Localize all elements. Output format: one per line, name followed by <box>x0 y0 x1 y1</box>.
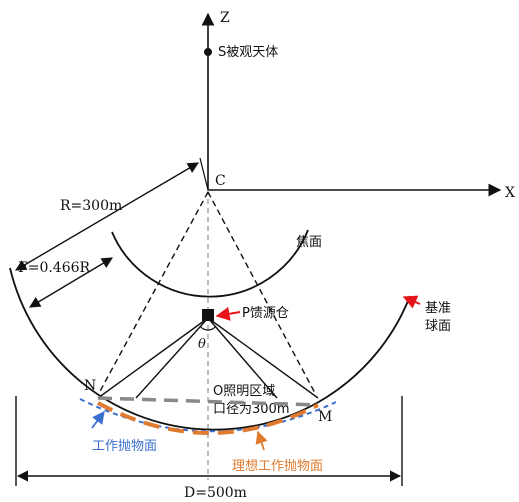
focal-surface-label: 焦面 <box>296 235 322 250</box>
radius-dimension-line <box>15 162 199 271</box>
ray-p-inner-left <box>135 317 209 399</box>
focal-length-label: F=0.466R <box>18 260 91 276</box>
reference-sphere-label-line1: 基准 <box>425 301 451 316</box>
dashed-line-c-n <box>97 191 209 396</box>
ray-p-inner-right <box>207 317 278 399</box>
reference-sphere-arc <box>9 267 411 431</box>
ideal-paraboloid-pointer <box>255 430 268 451</box>
dashed-line-c-m <box>207 191 317 396</box>
ray-p-n <box>97 317 209 399</box>
feed-cabin-pointer <box>215 306 241 321</box>
center-label: C <box>215 173 226 189</box>
z-axis-label: Z <box>220 10 230 26</box>
x-axis-label: X <box>505 185 515 201</box>
working-paraboloid-pointer <box>91 410 105 429</box>
ideal-paraboloid-label: 理想工作抛物面 <box>232 458 323 474</box>
reference-sphere-label-line2: 球面 <box>425 319 451 334</box>
feed-cabin-label: P馈源仓 <box>242 306 289 321</box>
source-point <box>204 48 212 56</box>
radius-label: R=300m <box>60 198 122 214</box>
diameter-label: D=500m <box>184 485 247 501</box>
theta-label: θ <box>198 337 206 352</box>
focal-surface-arc <box>111 229 309 298</box>
illumination-label-line1: O照明区域 <box>213 384 275 399</box>
point-n-label: N <box>84 378 96 394</box>
point-m-label: M <box>318 409 332 425</box>
ideal-paraboloid-curve <box>97 401 319 435</box>
radius-extension-line <box>199 157 209 191</box>
feed-cabin-square <box>202 309 214 321</box>
ray-p-m <box>207 317 319 399</box>
illumination-label-line2: 口径为300m <box>213 402 289 417</box>
reference-sphere-pointer <box>402 295 421 309</box>
working-paraboloid-label: 工作抛物面 <box>92 439 157 454</box>
source-label: S被观天体 <box>218 45 278 60</box>
aperture-dashed-line <box>97 396 319 407</box>
focal-dimension-line <box>29 257 113 308</box>
theta-angle-arc <box>199 325 217 331</box>
